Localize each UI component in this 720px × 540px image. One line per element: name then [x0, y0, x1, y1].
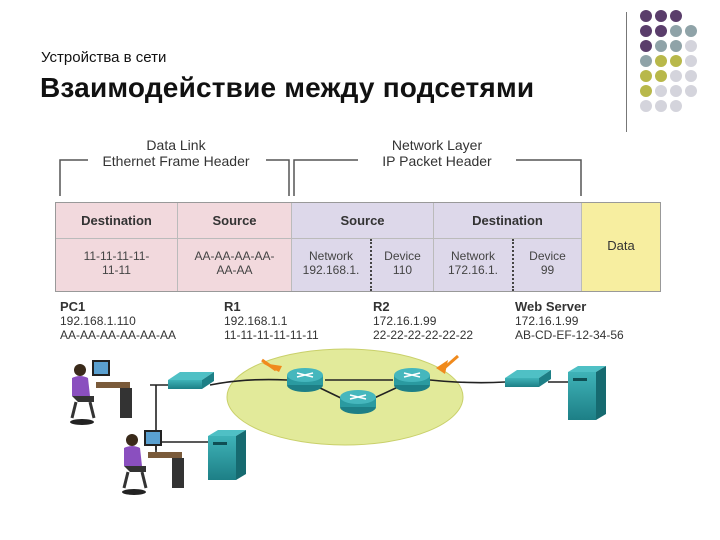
network-layer-subtitle: IP Packet Header: [382, 153, 492, 169]
pc1-name: PC1: [60, 299, 86, 314]
decor-dot: [640, 40, 652, 52]
r1-mac: 11-11-11-11-11-11: [224, 328, 319, 342]
arrow-to-r2-head: [436, 360, 448, 374]
ip-src-device-label: Device: [384, 249, 421, 263]
ip-dest-network-value: 172.16.1.: [447, 263, 499, 277]
datalink-bracket-right: [266, 159, 290, 196]
web-server-ip: 172.16.1.99: [515, 314, 579, 328]
decor-dot: [640, 100, 652, 112]
ip-dest-header: Destination: [434, 203, 582, 239]
pc1-label: PC1 192.168.1.110 AA-AA-AA-AA-AA-AA: [60, 299, 177, 343]
datalink-bracket-left: [59, 159, 88, 196]
datalink-title: Data Link: [146, 137, 206, 153]
pc1-mac: AA-AA-AA-AA-AA-AA: [60, 328, 177, 342]
decor-dot: [640, 25, 652, 37]
decor-dot: [640, 10, 652, 22]
decor-dot: [655, 100, 667, 112]
ip-dest-device: Device 99: [514, 239, 582, 291]
decor-dot: [655, 85, 667, 97]
frame-table: Destination Source Source Destination Da…: [55, 202, 661, 292]
ip-dest-device-label: Device: [529, 249, 566, 263]
router-r1: [287, 368, 323, 392]
decor-dot: [670, 100, 682, 112]
decor-dot: [685, 85, 697, 97]
decor-dot: [685, 55, 697, 67]
ip-src-network-label: Network: [308, 249, 353, 263]
decor-dot: [670, 10, 682, 22]
network-bracket-left: [293, 159, 358, 196]
decor-dot: [670, 40, 682, 52]
network-diagram: [70, 348, 606, 495]
web-server-label: Web Server 172.16.1.99 AB-CD-EF-12-34-56: [515, 299, 624, 343]
r1-name: R1: [224, 299, 241, 314]
ip-src-network-value: 192.168.1.: [302, 263, 360, 277]
link-server: [155, 441, 210, 450]
r2-label: R2 172.16.1.99 22-22-22-22-22-22: [373, 299, 474, 343]
web-server: [568, 366, 606, 420]
ip-dest-network: Network 172.16.1.: [434, 239, 514, 291]
eth-dest-value: 11-11-11-11- 11-11: [56, 239, 178, 291]
eth-dest-value-line1: 11-11-11-11-: [83, 249, 150, 263]
pc1-workstation: [70, 360, 132, 425]
decor-dot: [640, 55, 652, 67]
switch-right: [505, 370, 551, 387]
decor-dot: [640, 85, 652, 97]
local-server: [208, 430, 246, 480]
r2-mac: 22-22-22-22-22-22: [373, 328, 474, 342]
data-cell: Data: [582, 203, 660, 291]
data-label: Data: [607, 237, 635, 253]
slide-subtitle: Устройства в сети: [41, 49, 167, 66]
network-bracket-right: [516, 159, 582, 196]
decor-dot: [670, 25, 682, 37]
link-r2-switch: [429, 379, 506, 384]
decor-dot: [685, 70, 697, 82]
link-switch-r1: [209, 378, 288, 386]
datalink-label: Data Link Ethernet Frame Header: [60, 137, 292, 169]
network-layer-label: Network Layer IP Packet Header: [292, 137, 582, 169]
ip-src-device: Device 110: [372, 239, 434, 291]
network-layer-title: Network Layer: [391, 137, 483, 153]
decor-dot: [655, 55, 667, 67]
decor-dot: [640, 70, 652, 82]
eth-src-header: Source: [178, 203, 292, 239]
divider-line: [626, 12, 627, 132]
eth-src-value-line2: AA-AA: [216, 263, 253, 277]
r1-label: R1 192.168.1.1 11-11-11-11-11-11: [224, 299, 319, 343]
pc2-workstation: [122, 430, 184, 495]
decor-dot: [655, 10, 667, 22]
decor-dot: [670, 85, 682, 97]
web-server-mac: AB-CD-EF-12-34-56: [515, 328, 624, 342]
ip-src-device-value: 110: [392, 263, 413, 277]
decorative-dots: [640, 10, 712, 120]
decor-dot: [685, 40, 697, 52]
datalink-subtitle: Ethernet Frame Header: [102, 153, 250, 169]
decor-dot: [655, 25, 667, 37]
decor-dot: [655, 70, 667, 82]
pc1-ip: 192.168.1.110: [60, 314, 136, 328]
r1-ip: 192.168.1.1: [224, 314, 288, 328]
ip-dest-device-value: 99: [540, 263, 555, 277]
decor-dot: [670, 70, 682, 82]
ip-src-network: Network 192.168.1.: [292, 239, 372, 291]
arrow-to-r1-shaft: [261, 358, 277, 372]
switch-left: [168, 372, 214, 389]
layer-brackets: [59, 159, 582, 196]
r2-name: R2: [373, 299, 390, 314]
decor-dot: [655, 40, 667, 52]
r2-ip: 172.16.1.99: [373, 314, 437, 328]
router-r2: [394, 368, 430, 392]
decor-dot: [670, 55, 682, 67]
decor-dot: [685, 25, 697, 37]
router-middle: [340, 390, 376, 414]
ip-dest-network-label: Network: [450, 249, 495, 263]
ip-src-header: Source: [292, 203, 434, 239]
web-server-name: Web Server: [515, 299, 587, 314]
eth-src-value: AA-AA-AA-AA- AA-AA: [178, 239, 292, 291]
eth-dest-value-line2: 11-11: [102, 263, 131, 277]
eth-src-value-line1: AA-AA-AA-AA-: [194, 249, 275, 263]
arrow-to-r2-shaft: [441, 354, 459, 372]
slide-title: Взаимодействие между подсетями: [40, 72, 535, 103]
eth-dest-header: Destination: [56, 203, 178, 239]
